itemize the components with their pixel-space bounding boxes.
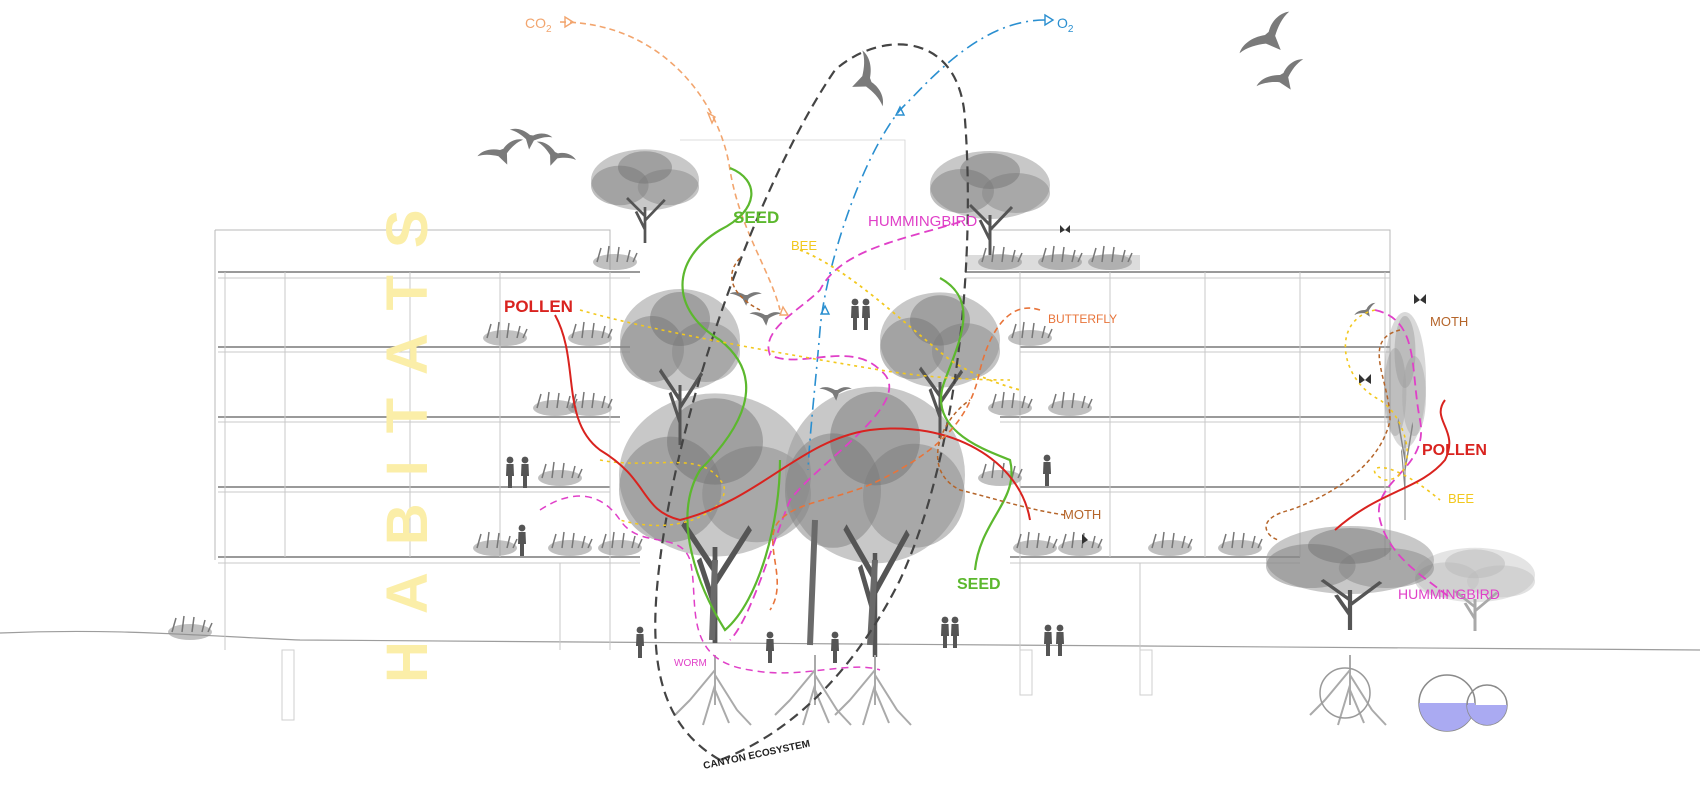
bee-label-top: BEE [791,238,817,253]
root-icon [674,654,1387,726]
seed-path [681,166,782,632]
moth-top-path [731,257,761,311]
tree-icon [589,148,701,245]
pollen-label-right: POLLEN [1422,442,1487,459]
flow-curves [539,19,1451,762]
butterfly-path [769,307,1041,611]
bee-path-2 [579,309,1011,381]
water-tank-icon [1319,667,1508,732]
seed-label-bottom: SEED [957,576,1001,593]
bee-right-path [1344,309,1441,501]
moth-right-path [1265,329,1401,541]
moth-path [936,399,1066,516]
pollen-right-path [1334,399,1451,531]
hummingbird-label-top: HUMMINGBIRD [868,213,977,230]
habitats-title: HABITATS [375,182,440,683]
cycle-path [654,43,969,762]
worm-label: WORM [674,658,707,669]
hummingbird-path [729,221,961,641]
seed-path-right [939,277,1013,571]
tree-icon [1266,526,1434,630]
flow-arrows [564,13,1055,316]
o2-label: O2 [1057,15,1074,35]
seed-label-top: SEED [733,208,779,227]
building-section [0,139,1700,721]
hummingbird-left-path [539,495,881,674]
butterfly-icon [1060,225,1426,544]
pollen-label-left: POLLEN [504,297,573,316]
moth-label-right: MOTH [1430,314,1468,329]
bee-path [799,249,1021,391]
bee-label-right: BEE [1448,491,1474,506]
hummingbird-label-right: HUMMINGBIRD [1398,586,1500,602]
co2-flow-path [559,21,781,311]
moth-label-center: MOTH [1063,507,1101,522]
tree-icon [928,149,1052,257]
co2-label: CO2 [525,15,552,35]
butterfly-label: BUTTERFLY [1048,312,1117,326]
planters [167,245,1263,641]
pollen-path [554,314,1031,522]
